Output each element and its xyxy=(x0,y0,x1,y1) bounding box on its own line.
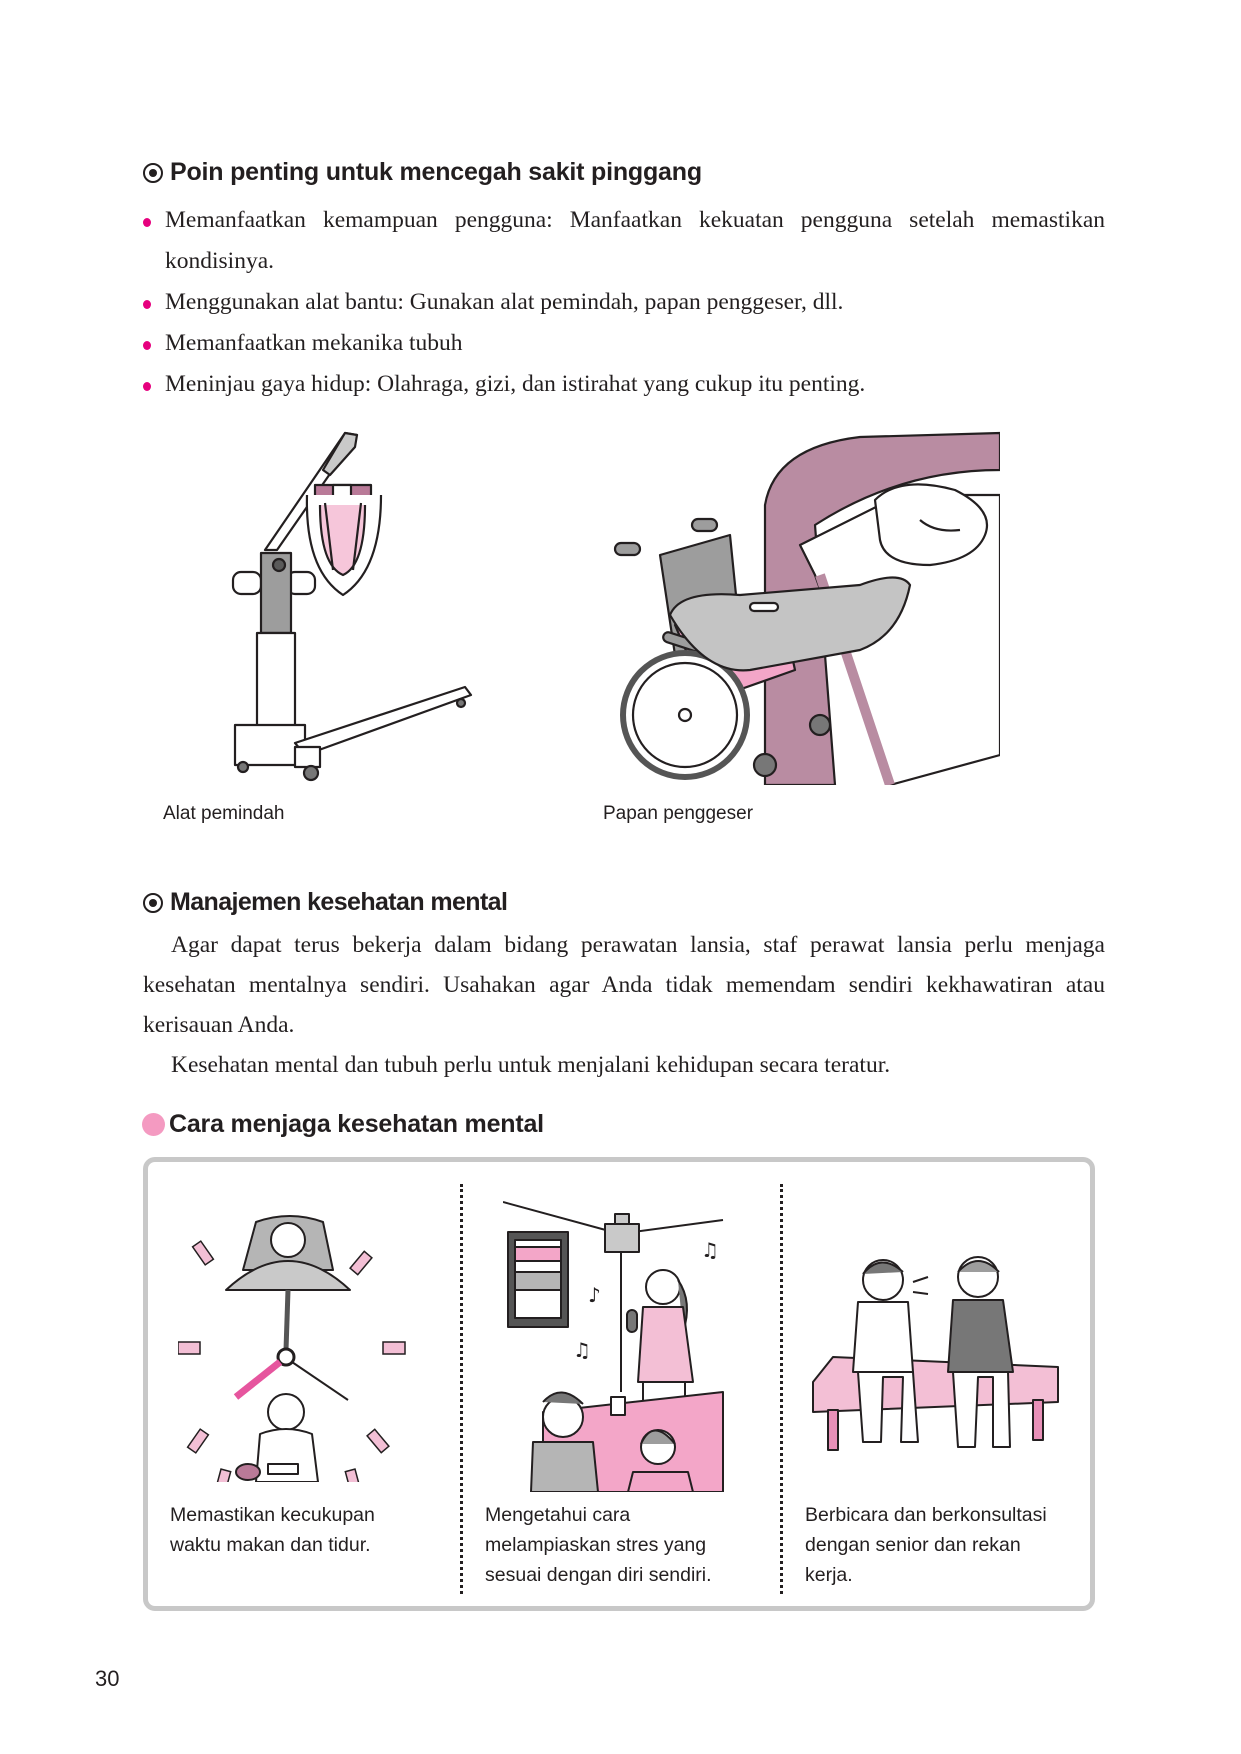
karaoke-illustration: ♫ ♪ ♫ xyxy=(503,1201,724,1492)
tip-card: Berbicara dan berkonsultasi dengan senio… xyxy=(783,1162,1093,1606)
back-pain-tips-list: Memanfaatkan kemampuan pengguna: Manfaat… xyxy=(143,200,1105,405)
svg-text:♫: ♫ xyxy=(573,1338,591,1362)
dotted-divider xyxy=(780,1184,783,1594)
pink-bullet-icon xyxy=(143,382,151,391)
tip-card: Memastikan kecukupan waktu makan dan tid… xyxy=(148,1162,463,1606)
sliding-board-wheelchair-bed-illustration xyxy=(600,425,1002,787)
dotted-divider xyxy=(460,1184,463,1594)
tip-card: ♫ ♪ ♫ Mengetahui cara melampiaskan stres… xyxy=(463,1162,783,1606)
section-heading-text: Manajemen kesehatan mental xyxy=(170,888,508,916)
figure-caption-patient-lift: Alat pemindah xyxy=(163,803,285,824)
patient-lift-illustration xyxy=(225,425,525,785)
target-bullet-icon xyxy=(143,892,163,913)
pink-dot-icon xyxy=(142,1113,165,1136)
list-item: Meninjau gaya hidup: Olahraga, gizi, dan… xyxy=(143,364,1105,405)
pink-bullet-icon xyxy=(143,341,151,350)
svg-text:♫: ♫ xyxy=(701,1238,719,1262)
clock-sleep-eat-illustration xyxy=(178,1215,406,1482)
list-item: Memanfaatkan kemampuan pengguna: Manfaat… xyxy=(143,200,1105,282)
tip-text: Berbicara dan berkonsultasi dengan senio… xyxy=(805,1504,1047,1586)
section-heading-back-pain: Poin penting untuk mencegah sakit pingga… xyxy=(143,158,702,187)
section-heading-text: Poin penting untuk mencegah sakit pingga… xyxy=(170,158,702,186)
tip-text: Memastikan kecukupan waktu makan dan tid… xyxy=(170,1504,375,1556)
list-item: Memanfaatkan mekanika tubuh xyxy=(143,323,1105,364)
svg-text:♪: ♪ xyxy=(588,1283,601,1307)
list-item: Menggunakan alat bantu: Gunakan alat pem… xyxy=(143,282,1105,323)
figure-caption-sliding-board: Papan penggeser xyxy=(603,803,754,824)
talking-on-bench-illustration xyxy=(812,1256,1059,1451)
paragraph: Agar dapat terus bekerja dalam bidang pe… xyxy=(143,932,1105,1038)
pink-bullet-icon xyxy=(143,300,151,309)
section-heading-mental-health: Manajemen kesehatan mental xyxy=(143,888,508,917)
section-heading-text: Cara menjaga kesehatan mental xyxy=(169,1110,544,1138)
section-heading-ways-to-maintain: Cara menjaga kesehatan mental xyxy=(142,1110,544,1139)
tips-box: Memastikan kecukupan waktu makan dan tid… xyxy=(143,1157,1095,1611)
tip-text: Mengetahui cara melampiaskan stres yang … xyxy=(485,1504,712,1586)
pink-bullet-icon xyxy=(143,218,151,227)
target-bullet-icon xyxy=(143,162,163,183)
paragraph: Kesehatan mental dan tubuh perlu untuk m… xyxy=(171,1052,891,1078)
page-number: 30 xyxy=(95,1666,120,1691)
